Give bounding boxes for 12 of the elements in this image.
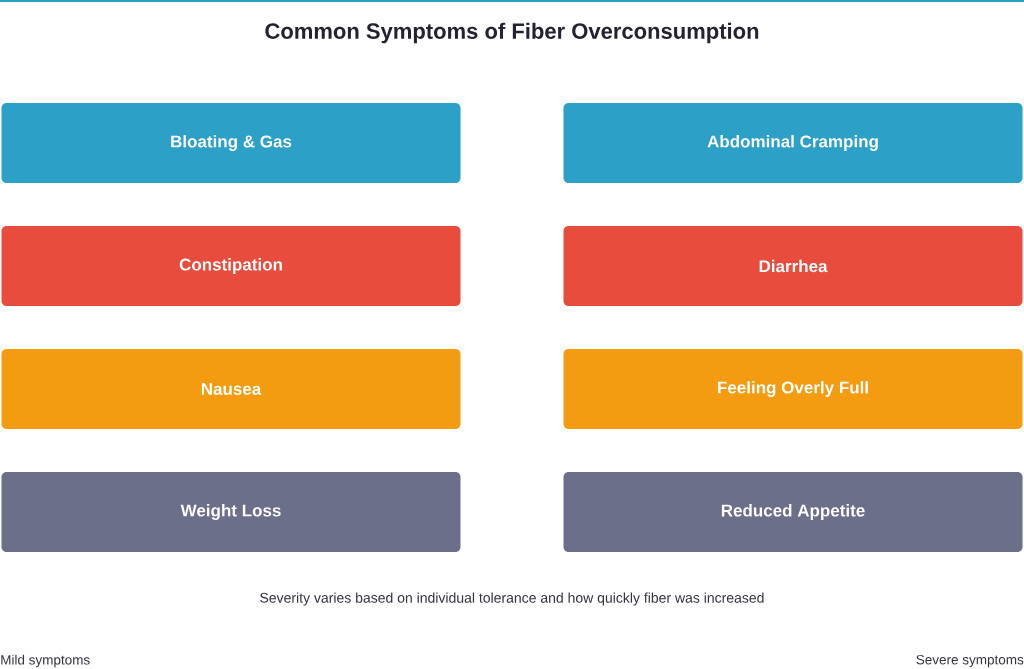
symptom-box: Constipation xyxy=(1,226,461,306)
symptom-box: Abdominal Cramping xyxy=(563,103,1023,183)
scale-label: Mild symptoms xyxy=(1,654,90,668)
symptom-box: Reduced Appetite xyxy=(563,472,1023,552)
symptom-box: Feeling Overly Full xyxy=(563,349,1023,429)
symptom-box: Diarrhea xyxy=(563,226,1023,306)
note-text: Severity varies based on individual tolerance and how quickly fiber was increased xyxy=(260,592,764,606)
symptom-box: Nausea xyxy=(1,349,461,429)
symptom-box: Weight Loss xyxy=(1,472,461,552)
scale-label: Severe symptoms xyxy=(916,654,1024,668)
symptom-box: Bloating & Gas xyxy=(1,103,461,183)
title: Common Symptoms of Fiber Overconsumption xyxy=(265,22,759,44)
